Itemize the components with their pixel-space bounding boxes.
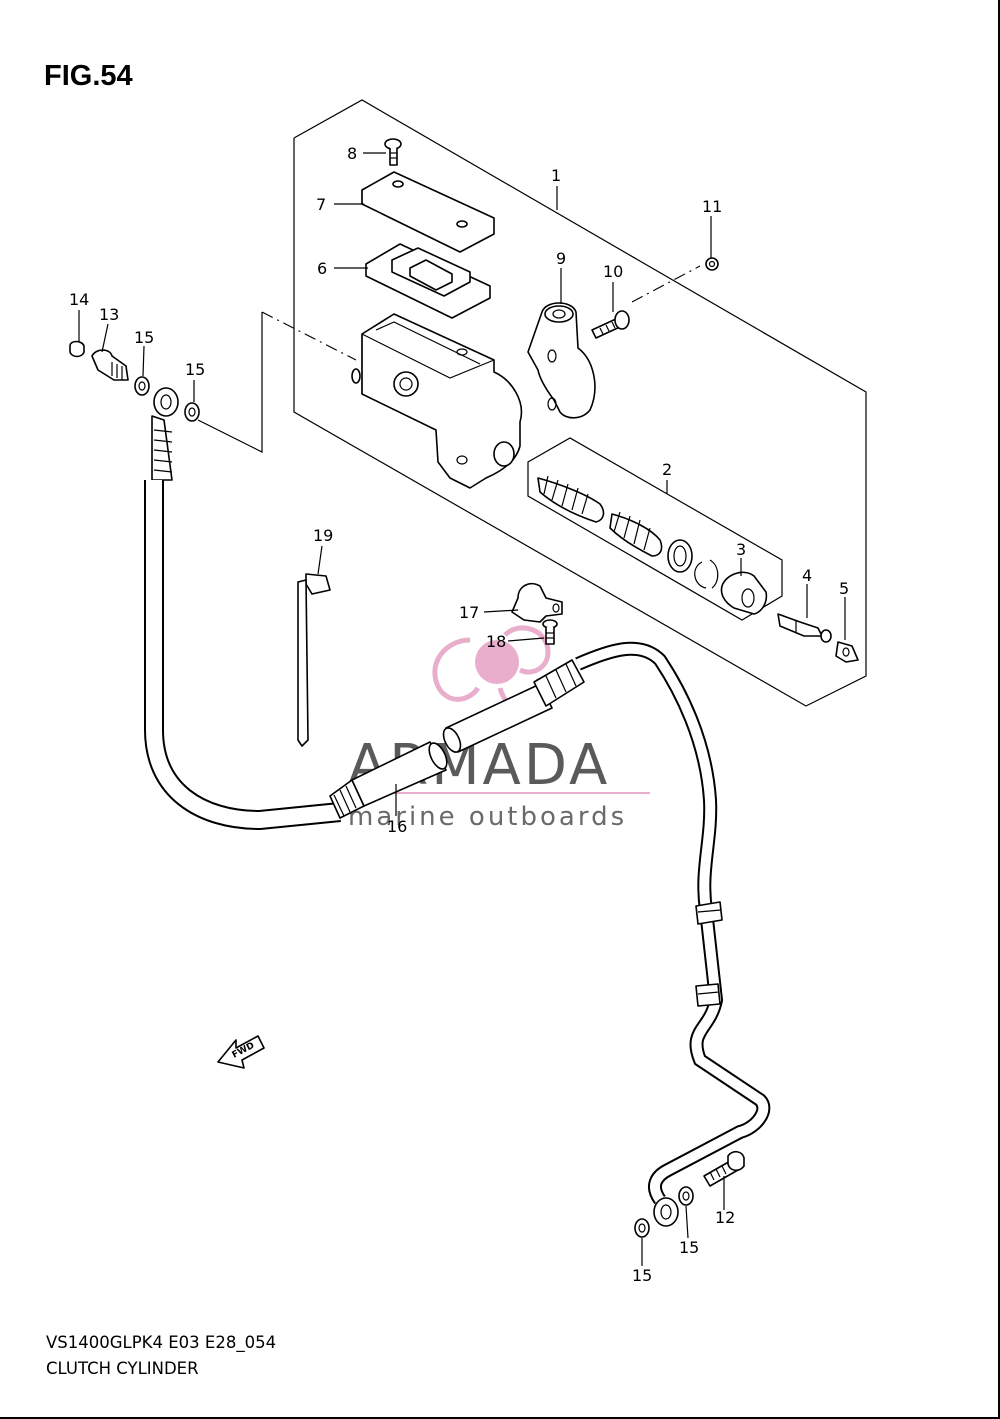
- axis-line-right: [631, 265, 701, 303]
- callout-15-a: 15: [134, 328, 154, 347]
- callout-10: 10: [603, 262, 623, 281]
- part-19-cable-tie: [297, 573, 331, 747]
- callout-8: 8: [347, 144, 357, 163]
- callout-15-b: 15: [185, 360, 205, 379]
- part-8-screw: [384, 138, 402, 166]
- model-code: VS1400GLPK4 E03 E28_054: [46, 1333, 277, 1352]
- callout-14: 14: [69, 290, 89, 309]
- callout-19: 19: [313, 526, 333, 545]
- callout-3: 3: [736, 540, 746, 559]
- callout-6: 6: [317, 259, 327, 278]
- part-15-washer-d: [634, 1218, 650, 1238]
- part-18-bolt: [542, 619, 558, 645]
- forward-direction-arrow: FWD: [217, 1035, 265, 1069]
- part-15-washer-c: [678, 1186, 694, 1206]
- assembly-outline: [293, 99, 867, 707]
- callout-18: 18: [486, 632, 506, 651]
- callout-16: 16: [387, 817, 407, 836]
- leader-bracket: [197, 312, 263, 453]
- callout-9: 9: [556, 249, 566, 268]
- part-14-bleeder-cap: [69, 340, 85, 358]
- callout-1: 1: [551, 166, 561, 185]
- piston-kit-box: [527, 437, 783, 621]
- part-15-washer-a: [134, 376, 150, 396]
- callout-2: 2: [662, 460, 672, 479]
- watermark-logo: [348, 625, 650, 794]
- part-2-piston-kit: [537, 475, 719, 589]
- part-15-washer-b: [184, 402, 200, 422]
- part-7-reservoir-cap: [361, 171, 495, 253]
- part-11-nut: [705, 257, 719, 271]
- callout-15-d: 15: [632, 1266, 652, 1285]
- part-6-diaphragm: [365, 243, 491, 319]
- part-10-bolt: [591, 310, 630, 339]
- callout-4: 4: [802, 566, 812, 585]
- part-13-bleeder-valve: [91, 349, 129, 381]
- callout-12: 12: [715, 1208, 735, 1227]
- callout-5: 5: [839, 579, 849, 598]
- callout-labels: 1 2 3 4 5 6 7 8 9 10 11 12 13 14 15 15 1…: [69, 144, 849, 1285]
- callout-17: 17: [459, 603, 479, 622]
- part-3-dust-boot: [720, 571, 768, 615]
- part-5-pivot-nut: [835, 641, 859, 663]
- section-name: CLUTCH CYLINDER: [46, 1359, 199, 1378]
- part-9-clamp: [527, 302, 596, 419]
- master-cylinder-body: [351, 313, 523, 489]
- part-12-union-bolt: [703, 1150, 745, 1187]
- leader-lines: [78, 152, 846, 1266]
- callout-11: 11: [702, 197, 722, 216]
- part-16-clutch-hose: [144, 387, 771, 1227]
- callout-7: 7: [316, 195, 326, 214]
- part-4-pushrod: [777, 613, 832, 643]
- callout-15-c: 15: [679, 1238, 699, 1257]
- figure-title: FIG.54: [44, 60, 133, 92]
- part-17-hose-clamp: [511, 582, 563, 623]
- assembly-axis-line: [261, 311, 357, 361]
- watermark-tagline: marine outboards: [348, 802, 627, 832]
- callout-13: 13: [99, 305, 119, 324]
